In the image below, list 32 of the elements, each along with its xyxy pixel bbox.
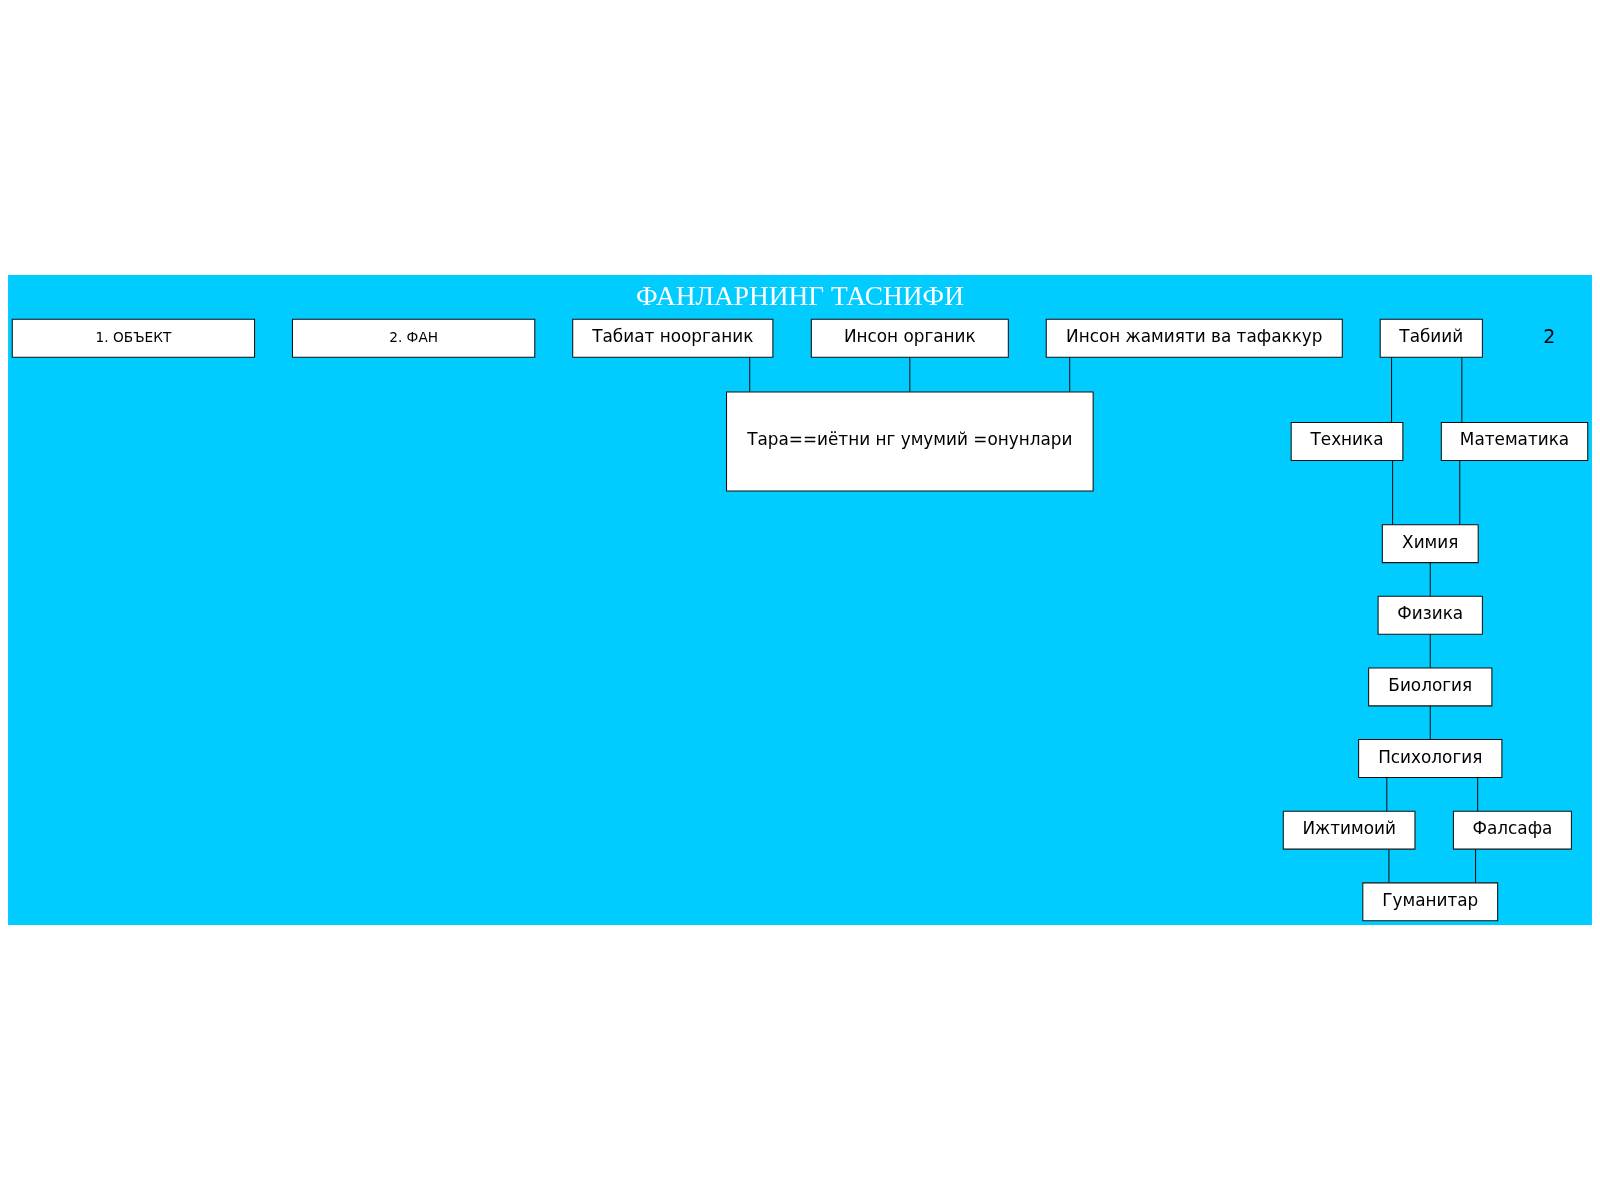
- node-box: Биология: [1368, 667, 1493, 707]
- connector: [909, 357, 911, 393]
- node-box: 2. ФАН: [291, 318, 536, 358]
- connector: [749, 357, 751, 393]
- connector: [1429, 562, 1431, 597]
- node-box: Психология: [1358, 739, 1503, 779]
- node-box: 1. ОБЪЕКТ: [11, 318, 256, 358]
- node-box: Фалсафа: [1452, 810, 1572, 850]
- node-box: Гуманитар: [1362, 882, 1499, 922]
- node-box: Тара==иётни нг умумий =онунлари: [726, 391, 1094, 492]
- label: 2: [1543, 324, 1556, 347]
- connector: [1429, 633, 1431, 669]
- connector: [1459, 460, 1461, 526]
- connector: [1477, 777, 1479, 812]
- node-box: Химия: [1381, 524, 1479, 564]
- node-box: Инсон органик: [810, 318, 1009, 358]
- node-box: Ижтимоий: [1282, 810, 1416, 850]
- node-box: Табиат ноорганик: [572, 318, 774, 358]
- node-box: Инсон жамияти ва тафаккур: [1045, 318, 1343, 358]
- connector: [1461, 357, 1463, 423]
- connector: [1069, 357, 1071, 393]
- node-box: Математика: [1440, 421, 1589, 461]
- connector: [1388, 848, 1390, 884]
- connector: [1429, 705, 1431, 740]
- node-box: Физика: [1377, 595, 1483, 635]
- connector: [1386, 777, 1388, 812]
- connector: [1475, 848, 1477, 884]
- node-box: Техника: [1290, 421, 1404, 461]
- node-box: Табиий: [1379, 318, 1483, 358]
- diagram-title: ФАНЛАРНИНГ ТАСНИФИ: [636, 281, 964, 312]
- connector: [1392, 460, 1394, 526]
- connector: [1391, 357, 1393, 423]
